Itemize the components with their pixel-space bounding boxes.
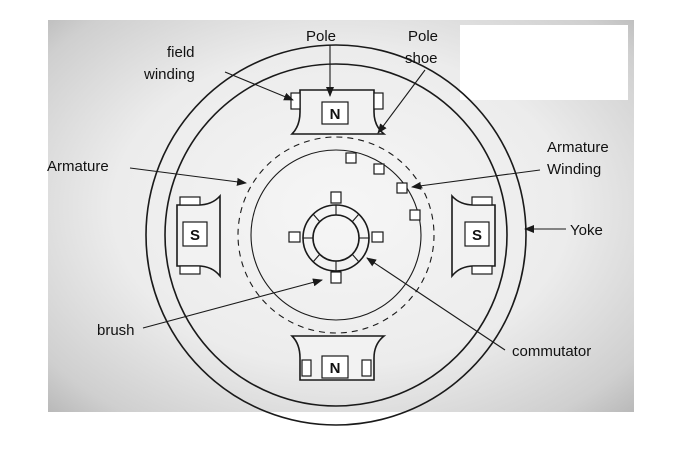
label-armature-winding-line1: Armature (547, 139, 609, 156)
yoke-inner-ring (164, 63, 508, 407)
label-pole-shoe-line1: Pole (408, 28, 438, 45)
label-field-winding-line2: winding (143, 66, 195, 83)
label-armature-winding-line2: Winding (547, 161, 601, 178)
field-coil-right-bottom (471, 265, 493, 275)
pole-top: N (290, 89, 387, 135)
pole-right-label: S (472, 227, 482, 244)
pole-bottom-label: N (330, 360, 341, 377)
label-armature: Armature (47, 158, 109, 175)
pole-right: S (451, 193, 496, 279)
yoke-outer-ring (145, 44, 527, 426)
pole-left: S (176, 193, 221, 279)
field-coil-top-left (290, 92, 301, 110)
leader-commutator (366, 257, 506, 351)
leader-field-winding (224, 71, 294, 101)
leader-brush (142, 278, 323, 329)
field-coil-left-bottom (179, 265, 201, 275)
armature-core (250, 149, 422, 321)
label-pole-shoe-line2: shoe (405, 50, 438, 67)
field-coil-right-top (471, 196, 493, 206)
label-pole: Pole (306, 28, 336, 45)
pole-left-label: S (190, 227, 200, 244)
field-coil-top-right (373, 92, 384, 110)
field-coil-left-top (179, 196, 201, 206)
leader-armature (129, 167, 247, 186)
pole-bottom: N (290, 335, 387, 381)
field-coil-bottom-left (301, 359, 312, 377)
blank-box (460, 25, 628, 100)
label-commutator: commutator (512, 343, 591, 360)
brushes (288, 191, 384, 284)
leader-pole-shoe (377, 69, 426, 134)
label-field-winding-line1: field (167, 44, 195, 61)
leader-armature-winding (411, 169, 541, 190)
commutator (302, 204, 370, 272)
field-coil-bottom-right (361, 359, 372, 377)
pole-top-label: N (330, 106, 341, 123)
armature-dashed-ring (237, 136, 435, 334)
label-yoke: Yoke (570, 222, 603, 239)
label-brush: brush (97, 322, 135, 339)
armature-winding-slots (345, 152, 421, 221)
